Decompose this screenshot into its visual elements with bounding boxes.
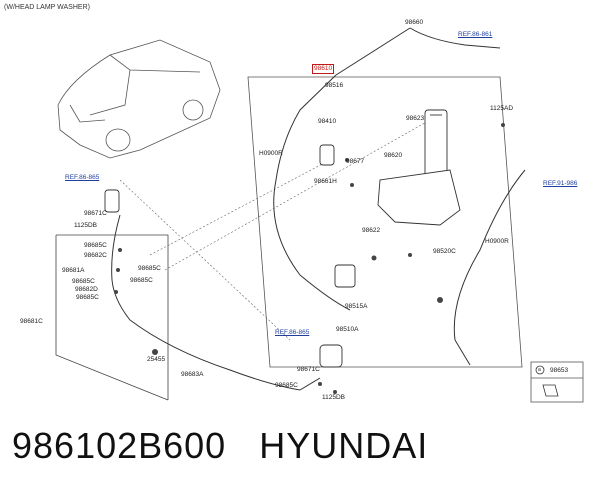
callout-98516: 98516 bbox=[325, 82, 344, 89]
callout-98677: 98677 bbox=[346, 158, 365, 165]
callout-98683a: 98683A bbox=[181, 371, 204, 378]
part-footer: 986102B600 HYUNDAI bbox=[12, 425, 428, 467]
callout-1125ad: 1125AD bbox=[490, 105, 514, 112]
callout-1125db-top: 1125DB bbox=[74, 222, 98, 229]
callout-98685c-1: 98685C bbox=[84, 242, 107, 249]
highlighted-part-callout: 98610 bbox=[312, 64, 335, 74]
callout-98685c-3: 98685C bbox=[72, 278, 95, 285]
callout-98671c-bottom: 98671C bbox=[297, 366, 320, 373]
part-number: 986102B600 bbox=[12, 425, 227, 466]
callout-98623: 98623 bbox=[406, 115, 425, 122]
callout-98410: 98410 bbox=[318, 118, 337, 125]
callout-98685c-5: 98685C bbox=[76, 294, 99, 301]
callout-98682c: 98682C bbox=[84, 252, 107, 259]
callout-98653: 98653 bbox=[550, 367, 569, 374]
callout-98515a: 98515A bbox=[345, 303, 368, 310]
ref-86-865-bottom[interactable]: REF.86-865 bbox=[275, 329, 310, 336]
ref-86-861[interactable]: REF.86-861 bbox=[458, 31, 493, 38]
callout-98661h: 98661H bbox=[314, 178, 337, 185]
callout-98520c: 98520C bbox=[433, 248, 456, 255]
legend-letter-a: a bbox=[538, 367, 541, 373]
callout-98660: 98660 bbox=[405, 19, 424, 26]
callout-98671c-top: 98671C bbox=[84, 210, 107, 217]
callout-25455: 25455 bbox=[147, 356, 166, 363]
callout-98685c-4: 98685C bbox=[130, 277, 153, 284]
diagram-title: (W/HEAD LAMP WASHER) bbox=[4, 4, 90, 11]
callout-98681c: 98681C bbox=[20, 318, 43, 325]
callout-h0900r-top: H0900R bbox=[259, 150, 283, 157]
callout-1125db-bottom: 1125DB bbox=[322, 394, 346, 401]
ref-91-986[interactable]: REF.91-986 bbox=[543, 180, 578, 187]
callout-98685c-7: 98685C bbox=[275, 382, 298, 389]
brand-name: HYUNDAI bbox=[259, 425, 429, 466]
callout-98622: 98622 bbox=[362, 227, 381, 234]
callout-98510a: 98510A bbox=[336, 326, 359, 333]
ref-86-865-top[interactable]: REF.86-865 bbox=[65, 174, 100, 181]
callout-h0900r-right: H0900R bbox=[485, 238, 509, 245]
callout-98682d: 98682D bbox=[75, 286, 98, 293]
callout-98681a: 98681A bbox=[62, 267, 85, 274]
callout-98685c-2: 98685C bbox=[138, 265, 161, 272]
callout-98620: 98620 bbox=[384, 152, 403, 159]
